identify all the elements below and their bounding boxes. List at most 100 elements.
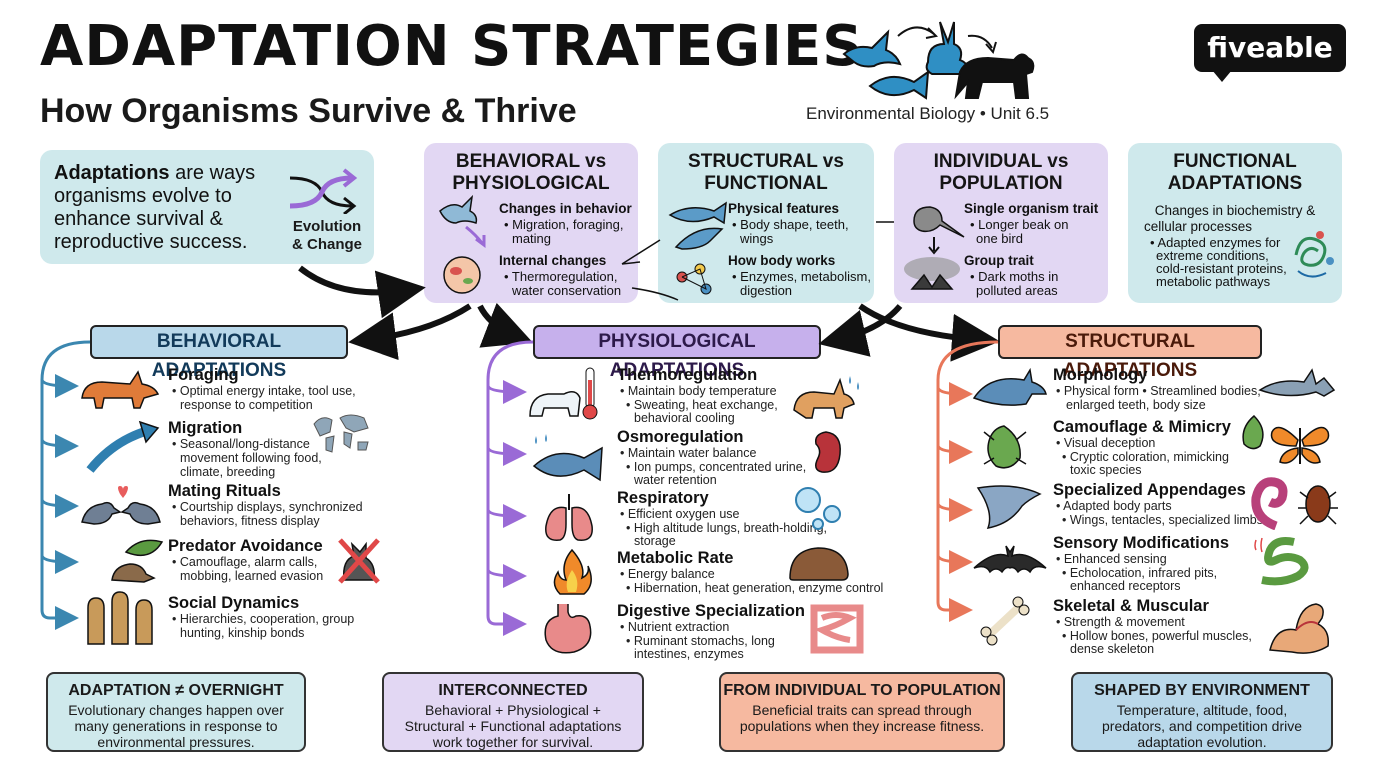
summary-card-interconnected: INTERCONNECTED Behavioral + Physiologica… xyxy=(382,672,644,752)
structural-item-desc: • Strength & movement xyxy=(1056,615,1185,629)
card-desc-1c: cold-resistant proteins, xyxy=(1156,261,1287,276)
oxygen-bubbles-icon xyxy=(795,487,841,530)
leaf-insect-icon xyxy=(983,425,1027,469)
structural-item-title: Sensory Modifications xyxy=(1053,534,1230,552)
structural-item-desc: • Hollow bones, powerful muscles, xyxy=(1062,629,1252,643)
arrow-to-structural xyxy=(858,303,1000,362)
bird-to-cell-icon xyxy=(439,195,486,294)
protein-icon xyxy=(1294,231,1334,278)
behavioral-item-title: Social Dynamics xyxy=(168,594,300,612)
card-functional-adaptations: FUNCTIONAL ADAPTATIONS Changes in bioche… xyxy=(1128,143,1342,303)
structural-item-title: Camouflage & Mimicry xyxy=(1053,418,1231,436)
physiological-item-desc: • Efficient oxygen use xyxy=(620,507,740,521)
fish-icon xyxy=(668,201,727,225)
physiological-item-title: Digestive Specialization xyxy=(617,602,805,620)
intro-definition: are ways organisms evolve to enhance sur… xyxy=(54,162,256,253)
courting-birds-icon xyxy=(81,486,161,525)
intestines-icon xyxy=(810,604,864,654)
behavioral-item-title: Predator Avoidance xyxy=(168,537,323,555)
physiological-item-title: Thermoregulation xyxy=(617,366,758,384)
physiological-item-desc: • High altitude lungs, breath-holding, xyxy=(626,521,828,535)
intro-text: Adaptations are ways organisms evolve to… xyxy=(54,162,274,254)
physiological-item-desc: storage xyxy=(634,534,676,548)
behavioral-item-title: Mating Rituals xyxy=(168,482,281,500)
card-desc-1a: • Longer beak on xyxy=(970,217,1069,232)
card-title-line1: STRUCTURAL vs xyxy=(688,151,844,172)
arrow-to-physiological-2 xyxy=(818,304,903,357)
wing-icon xyxy=(674,227,724,250)
evolution-arrows-icon xyxy=(289,168,358,214)
brand-logo[interactable]: fiveable xyxy=(1194,24,1346,82)
leaf-icon xyxy=(1242,414,1264,450)
card-desc-1a: • Migration, foraging, xyxy=(504,217,624,232)
card-desc-2a: • Thermoregulation, xyxy=(504,269,618,284)
behavioral-item-desc: response to competition xyxy=(180,398,313,412)
moth-icon xyxy=(910,273,954,290)
physiological-item-desc: • Nutrient extraction xyxy=(620,620,730,634)
card-heading-2: How body works xyxy=(728,253,836,268)
summary-card-desc: work together for survival. xyxy=(432,734,594,750)
structural-item-title: Skeletal & Muscular xyxy=(1053,597,1209,615)
summary-card-desc: populations when they increase fitness. xyxy=(739,718,985,734)
meerkats-icon xyxy=(87,591,153,645)
structural-item-desc: dense skeleton xyxy=(1070,642,1155,656)
physiological-item-desc: intestines, enzymes xyxy=(634,647,744,661)
summary-card-environment: SHAPED BY ENVIRONMENT Temperature, altit… xyxy=(1071,672,1333,752)
fire-icon xyxy=(553,548,592,595)
dove-icon xyxy=(439,195,478,224)
card-desc-1b: extreme conditions, xyxy=(1156,248,1269,263)
behavioral-item-desc: • Camouflage, alarm calls, xyxy=(172,555,318,569)
section-title-physiological: PHYSIOLOGICAL ADAPTATIONS xyxy=(533,325,821,381)
behavioral-item-desc: • Optimal energy intake, tool use, xyxy=(172,384,356,398)
card-desc-2b: polluted areas xyxy=(976,283,1058,298)
physiological-item-desc: • Sweating, heat exchange, xyxy=(626,398,778,412)
card-structural-vs-functional: STRUCTURAL vs FUNCTIONAL Physical featur… xyxy=(658,143,874,303)
tentacle-icon xyxy=(1251,477,1288,530)
card-desc-2b: digestion xyxy=(740,283,793,298)
behavioral-item-desc: climate, breeding xyxy=(180,465,276,479)
unit-label: Environmental Biology • Unit 6.5 xyxy=(806,104,1050,123)
summary-card-title: ADAPTATION ≠ OVERNIGHT xyxy=(68,682,284,699)
card-behavioral-vs-physiological: BEHAVIORAL vs PHYSIOLOGICAL Changes in b… xyxy=(424,143,638,303)
physiological-item-title: Respiratory xyxy=(617,489,709,507)
physiological-item-desc: water retention xyxy=(634,473,717,487)
behavioral-item-desc: • Seasonal/long-distance xyxy=(172,437,310,451)
card-desc-1a: • Adapted enzymes for xyxy=(1150,235,1281,250)
beak-moth-icon xyxy=(904,206,965,290)
structural-item-desc: enlarged teeth, body size xyxy=(1066,398,1206,412)
card-desc-2a: • Dark moths in xyxy=(970,269,1059,284)
shark-icon xyxy=(1258,368,1336,397)
physiological-item-title: Metabolic Rate xyxy=(617,549,734,567)
summary-card-title: INTERCONNECTED xyxy=(438,682,588,699)
behavioral-item-desc: movement following food, xyxy=(180,451,322,465)
card-desc-2b: water conservation xyxy=(512,283,622,298)
card-desc-1a: • Body shape, teeth, xyxy=(732,217,849,232)
card-heading-1b: cellular processes xyxy=(1144,219,1253,234)
butterfly-icon xyxy=(1270,426,1330,464)
card-desc-1b: wings xyxy=(740,231,774,246)
summary-card-overnight: ADAPTATION ≠ OVERNIGHT Evolutionary chan… xyxy=(46,672,306,752)
summary-card-desc: Behavioral + Physiological + xyxy=(425,702,601,718)
summary-card-desc: predators, and competition drive xyxy=(1102,718,1302,734)
summary-card-title: SHAPED BY ENVIRONMENT xyxy=(1094,682,1310,699)
behavioral-item-desc: • Hierarchies, cooperation, group xyxy=(172,612,355,626)
fish-water-icon xyxy=(532,434,603,482)
page-title: ADAPTATION STRATEGIES xyxy=(40,14,864,79)
structural-item-desc: • Echolocation, infrared pits, xyxy=(1062,566,1218,580)
card-heading-1: Physical features xyxy=(728,201,840,216)
beetle-icon xyxy=(1298,485,1338,525)
structural-item-title: Morphology xyxy=(1053,366,1148,384)
card-title-line2: ADAPTATIONS xyxy=(1167,173,1303,194)
structural-item-desc: • Adapted body parts xyxy=(1056,499,1172,513)
dolphin-icon xyxy=(972,368,1047,406)
fox-sweating-icon xyxy=(793,376,859,419)
structural-item-desc: • Enhanced sensing xyxy=(1056,552,1167,566)
page-subtitle: How Organisms Survive & Thrive xyxy=(40,92,577,130)
fish-wing-molecule-icon xyxy=(668,201,727,295)
no-predator-icon xyxy=(338,538,380,584)
world-map-icon xyxy=(313,414,369,453)
intro-bold-term: Adaptations xyxy=(54,162,170,184)
summary-card-individual-population: FROM INDIVIDUAL TO POPULATION Beneficial… xyxy=(719,672,1005,752)
evolution-badge-line1: Evolution xyxy=(292,218,362,235)
physiological-item-desc: • Maintain water balance xyxy=(620,446,757,460)
